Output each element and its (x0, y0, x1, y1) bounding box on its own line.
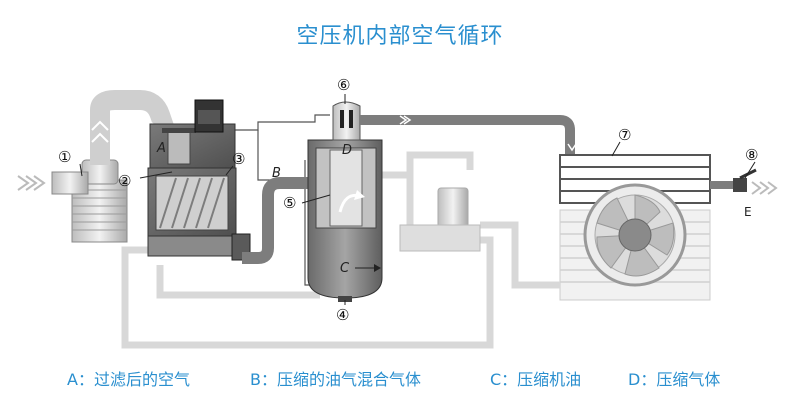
callout-1: ① (58, 148, 71, 166)
intake-pipe (90, 90, 182, 165)
marker-c: C (340, 261, 350, 276)
callout-leaders (79, 94, 756, 305)
marker-e: E (744, 205, 752, 219)
callout-4: ④ (336, 306, 349, 324)
intake-filter (51, 159, 128, 243)
marker-c-arrowhead (374, 264, 381, 272)
outlet-valve (733, 168, 757, 192)
legend-b: B：压缩的油气混合气体 (250, 370, 421, 389)
legend-d: D：压缩气体 (628, 370, 721, 389)
compressed-air-pipe (360, 115, 575, 158)
inlet-valve (149, 99, 236, 170)
oil-gas-pipe (242, 177, 325, 264)
callout-7: ⑦ (618, 126, 631, 144)
inlet-air-arrow (17, 175, 46, 191)
min-pressure-valve (332, 101, 361, 141)
oil-filter (399, 187, 481, 252)
marker-b: B (272, 166, 281, 181)
callout-2: ② (118, 172, 131, 190)
callout-8: ⑧ (745, 146, 758, 164)
callout-3: ③ (232, 150, 245, 168)
screw-air-end (147, 167, 251, 261)
callout-6: ⑥ (337, 76, 350, 94)
outlet-air-arrow (751, 181, 778, 195)
legend-a: A：过滤后的空气 (67, 370, 190, 389)
air-oil-cooler (559, 154, 711, 301)
legend-c: C：压缩机油 (490, 370, 582, 389)
callout-5: ⑤ (283, 194, 296, 212)
diagram-title: 空压机内部空气循环 (296, 24, 504, 49)
separator-tank (307, 139, 383, 302)
marker-d: D (342, 143, 352, 158)
marker-a: A (156, 141, 166, 156)
pipe-arrows (399, 115, 577, 152)
